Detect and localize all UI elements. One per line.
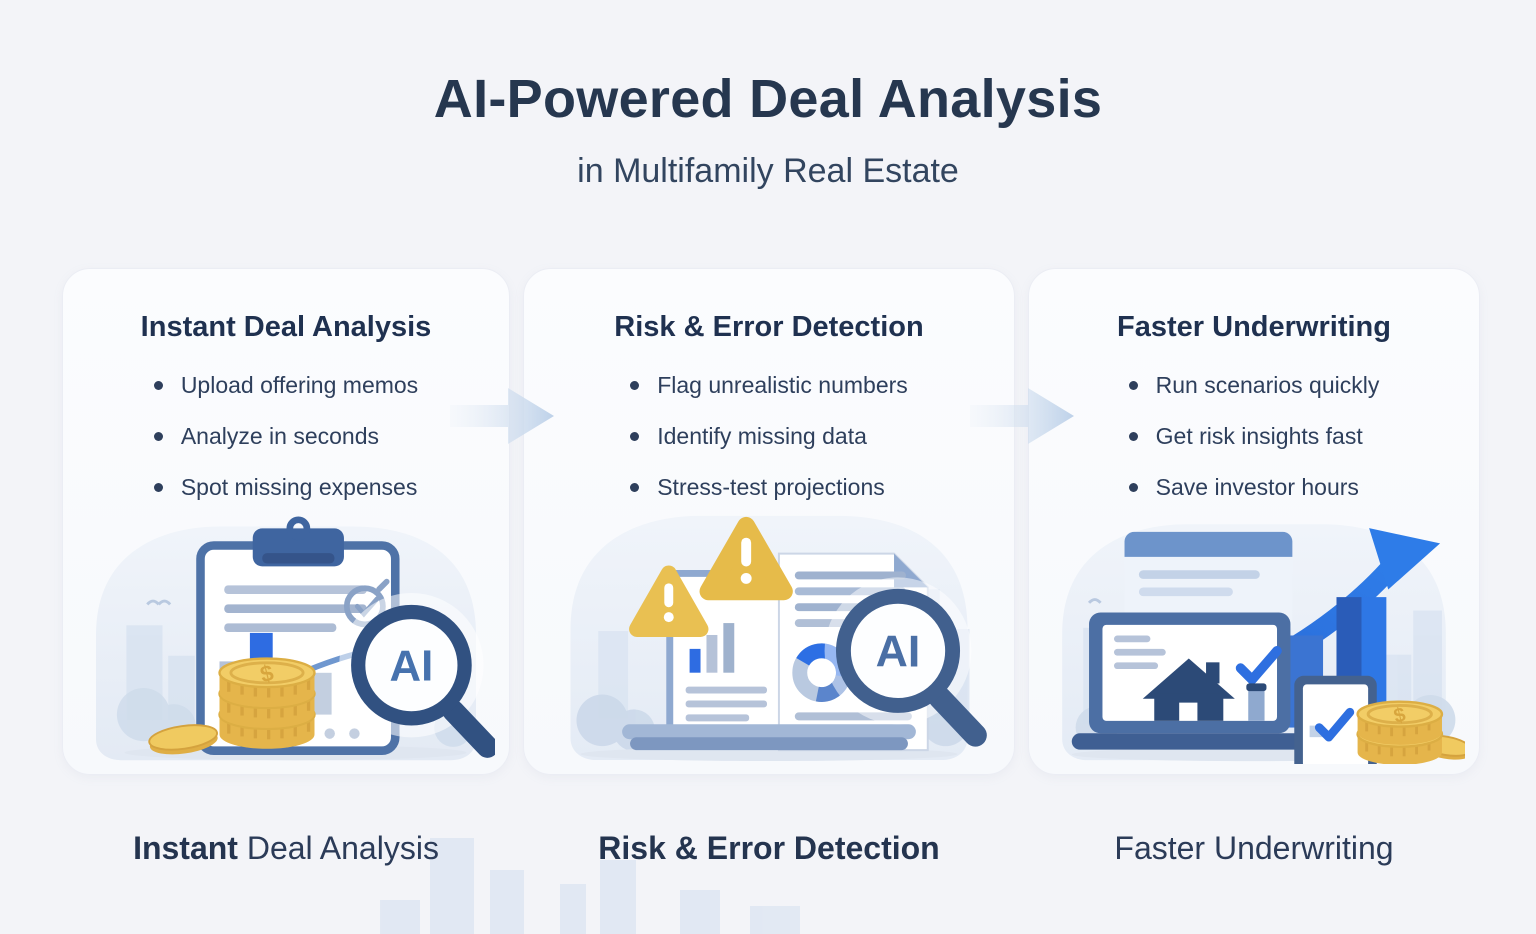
bullet-text: Identify missing data (657, 423, 867, 449)
dollar-symbol: $ (1392, 704, 1408, 728)
coins-icon: $ (1356, 700, 1465, 764)
page-title: AI-Powered Deal Analysis (433, 69, 1103, 129)
bullet-list: Upload offering memos Analyze in seconds… (153, 372, 419, 501)
bullet-dot-icon (630, 381, 640, 390)
laptop-base (1071, 733, 1308, 750)
bullet-item: Save investor hours (1128, 474, 1380, 501)
footer-label-risk-error-detection: Risk & Error Detection (523, 830, 1015, 867)
bullet-item: Identify missing data (630, 423, 908, 450)
bullet-text: Spot missing expenses (180, 474, 418, 500)
bullet-dot-icon (1128, 432, 1138, 441)
warning-triangle-icon (629, 565, 709, 637)
footer-labels-row: Instant Deal Analysis Risk & Error Detec… (62, 830, 1480, 867)
card-title: Instant Deal Analysis (140, 311, 432, 343)
bullet-item: Get risk insights fast (1128, 423, 1380, 450)
footer-label-regular: Faster Underwriting (1114, 830, 1394, 866)
ai-label: AI (390, 641, 434, 690)
bullet-dot-icon (1128, 483, 1138, 492)
laptop-icon (1071, 612, 1308, 750)
bullet-item: Spot missing expenses (153, 474, 418, 501)
flow-arrow-icon (450, 388, 554, 444)
footer-label-bold: Risk & Error Detection (598, 830, 940, 866)
ai-magnifier-icon: AI (339, 593, 495, 758)
checkmark-icon (1314, 707, 1355, 742)
bullet-dot-icon (153, 432, 163, 441)
warning-triangle-icon (699, 516, 793, 601)
card-risk-error-detection: Risk & Error Detection Flag unrealistic … (523, 268, 1015, 775)
bullet-text: Run scenarios quickly (1155, 372, 1380, 398)
bullet-item: Run scenarios quickly (1128, 372, 1380, 399)
document-lines (1113, 635, 1166, 670)
bullet-dot-icon (153, 483, 163, 492)
bullet-text: Get risk insights fast (1155, 423, 1363, 449)
header: AI-Powered Deal Analysis in Multifamily … (0, 68, 1536, 191)
instant-analysis-illustration: $ AI (77, 502, 495, 764)
page-subtitle: in Multifamily Real Estate (577, 152, 959, 190)
bullet-text: Stress-test projections (657, 474, 885, 500)
bullet-dot-icon (630, 432, 640, 441)
bird-icon (146, 599, 172, 606)
checkmark-icon (1235, 646, 1282, 685)
coins-icon: $ (148, 657, 316, 755)
card-faster-underwriting: Faster Underwriting Run scenarios quickl… (1028, 268, 1480, 775)
ai-magnifier-icon: AI (824, 577, 987, 747)
bullet-item: Upload offering memos (153, 372, 419, 399)
bullet-item: Analyze in seconds (153, 423, 418, 450)
column-icon (1246, 683, 1267, 721)
footer-label-bold: Instant (133, 830, 247, 866)
bullet-text: Save investor hours (1155, 474, 1359, 500)
footer-label-instant-deal-analysis: Instant Deal Analysis (62, 830, 510, 867)
laptop-base-icon (622, 724, 916, 751)
bird-icon (1087, 598, 1102, 604)
card-title: Risk & Error Detection (614, 311, 924, 343)
bullet-item: Stress-test projections (630, 474, 908, 501)
flow-arrow-icon (970, 388, 1074, 444)
bullet-text: Flag unrealistic numbers (657, 372, 908, 398)
cards-row: Instant Deal Analysis Upload offering me… (62, 268, 1480, 775)
tablet-icon (1294, 675, 1377, 764)
faster-underwriting-illustration: $ (1043, 502, 1465, 764)
card-instant-deal-analysis: Instant Deal Analysis Upload offering me… (62, 268, 510, 775)
footer-label-faster-underwriting: Faster Underwriting (1028, 830, 1480, 867)
background-skyline-icon (380, 838, 800, 934)
bullet-text: Analyze in seconds (180, 423, 379, 449)
ai-label: AI (876, 628, 921, 677)
card-title: Faster Underwriting (1117, 311, 1391, 343)
footer-label-regular: Deal Analysis (246, 830, 439, 866)
browser-window-icon (1124, 531, 1293, 634)
bullet-dot-icon (153, 381, 163, 390)
risk-detection-illustration: AI (538, 502, 1000, 764)
bullet-list: Flag unrealistic numbers Identify missin… (630, 372, 908, 501)
house-icon (1142, 658, 1235, 721)
bullet-text: Upload offering memos (180, 372, 419, 398)
mini-bar-chart-icon (689, 623, 735, 673)
document-lines (685, 686, 768, 722)
bullet-dot-icon (630, 483, 640, 492)
bullet-item: Flag unrealistic numbers (630, 372, 908, 399)
bullet-dot-icon (1128, 381, 1138, 390)
document-lines (224, 585, 367, 632)
bullet-list: Run scenarios quickly Get risk insights … (1128, 372, 1380, 501)
